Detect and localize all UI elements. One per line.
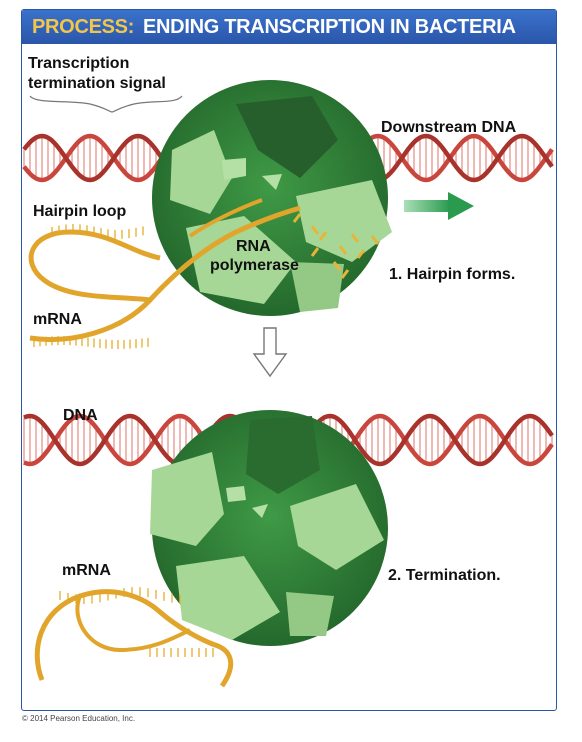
- mrna-label-top: mRNA: [33, 311, 82, 328]
- copyright-notice: © 2014 Pearson Education, Inc.: [22, 714, 136, 723]
- page-title: ENDING TRANSCRIPTION IN BACTERIA: [143, 16, 516, 38]
- rna-polymerase-label-1: RNA: [236, 238, 271, 255]
- nucleotide: [310, 247, 320, 257]
- nucleotide: [332, 261, 342, 271]
- step-2-text: Termination.: [405, 567, 501, 584]
- title-banner: PROCESS: ENDING TRANSCRIPTION IN BACTERI…: [22, 10, 556, 44]
- step-1-caption: 1. Hairpin forms.: [389, 266, 515, 284]
- nucleotide: [370, 235, 380, 245]
- rna-polymerase-label-2: polymerase: [210, 257, 299, 274]
- nucleotide: [292, 213, 302, 223]
- dna-label: DNA: [63, 407, 98, 424]
- step-2-number: 2.: [388, 567, 402, 584]
- step-transition-arrow: [252, 327, 288, 378]
- termination-signal-bracket: [29, 95, 183, 113]
- hairpin-loop-label: Hairpin loop: [33, 203, 127, 220]
- mrna-label-bottom: mRNA: [62, 562, 111, 579]
- free-nucleotides: [292, 213, 380, 279]
- nucleotide: [318, 231, 328, 241]
- rna-polymerase-bottom: [150, 410, 388, 646]
- mrna-strand-bottom: [34, 587, 234, 688]
- step-1-text: Hairpin forms.: [406, 266, 516, 283]
- step-1-number: 1.: [389, 266, 403, 283]
- downstream-dna-label: Downstream DNA: [381, 119, 517, 136]
- nucleotide: [356, 249, 366, 259]
- termination-signal-label-2: termination signal: [28, 75, 166, 92]
- nucleotide: [338, 245, 348, 255]
- mrna-strand-top: [28, 198, 301, 349]
- termination-signal-label-1: Transcription: [28, 55, 130, 72]
- step-2-caption: 2. Termination.: [388, 567, 501, 585]
- title-prefix: PROCESS:: [32, 16, 135, 38]
- nucleotide: [310, 225, 320, 235]
- movement-arrow: [404, 192, 474, 220]
- nucleotide: [340, 269, 350, 279]
- rna-polymerase-top: [152, 80, 392, 316]
- nucleotide: [350, 233, 360, 243]
